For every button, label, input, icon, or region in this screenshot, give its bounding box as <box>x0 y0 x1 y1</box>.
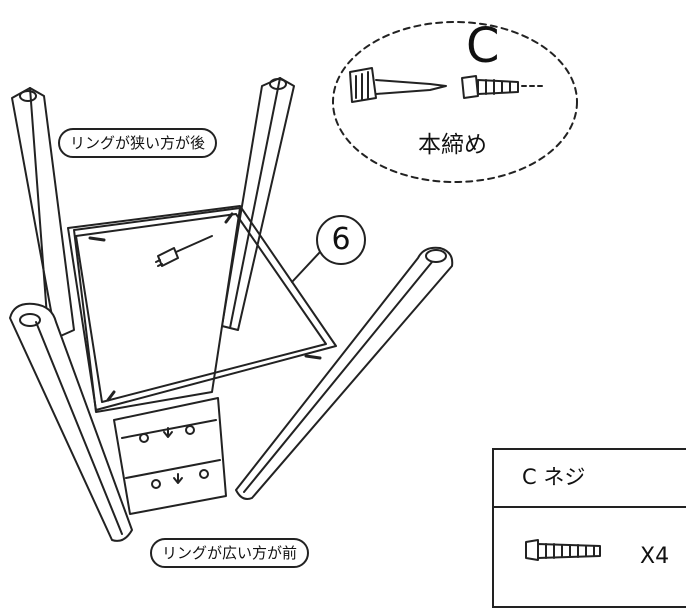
callout-screwdriver-icon <box>349 67 447 103</box>
parts-table: C ネジ X4 <box>492 448 686 608</box>
detail-callout <box>332 21 578 183</box>
leg-front-right <box>235 246 454 500</box>
leg-back-right <box>221 77 295 331</box>
screw-icon <box>525 539 601 561</box>
leg-front-left <box>9 302 133 542</box>
ring-frame <box>67 205 337 411</box>
leg-back-left <box>11 87 75 339</box>
frame-screws <box>88 212 322 402</box>
screwdriver-icon <box>155 235 213 267</box>
wide-ring-label: リングが広い方が前 <box>150 538 310 568</box>
callout-screw-icon <box>461 75 545 99</box>
callout-part-letter: C <box>466 18 500 74</box>
parts-table-header: C ネジ <box>494 450 686 508</box>
parts-table-body: X4 <box>494 508 686 608</box>
seat-panel <box>73 207 241 515</box>
step-number: 6 <box>316 215 366 265</box>
parts-quantity: X4 <box>640 544 670 569</box>
narrow-ring-label: リングが狭い方が後 <box>58 128 218 158</box>
callout-instruction: 本締め <box>418 132 487 158</box>
